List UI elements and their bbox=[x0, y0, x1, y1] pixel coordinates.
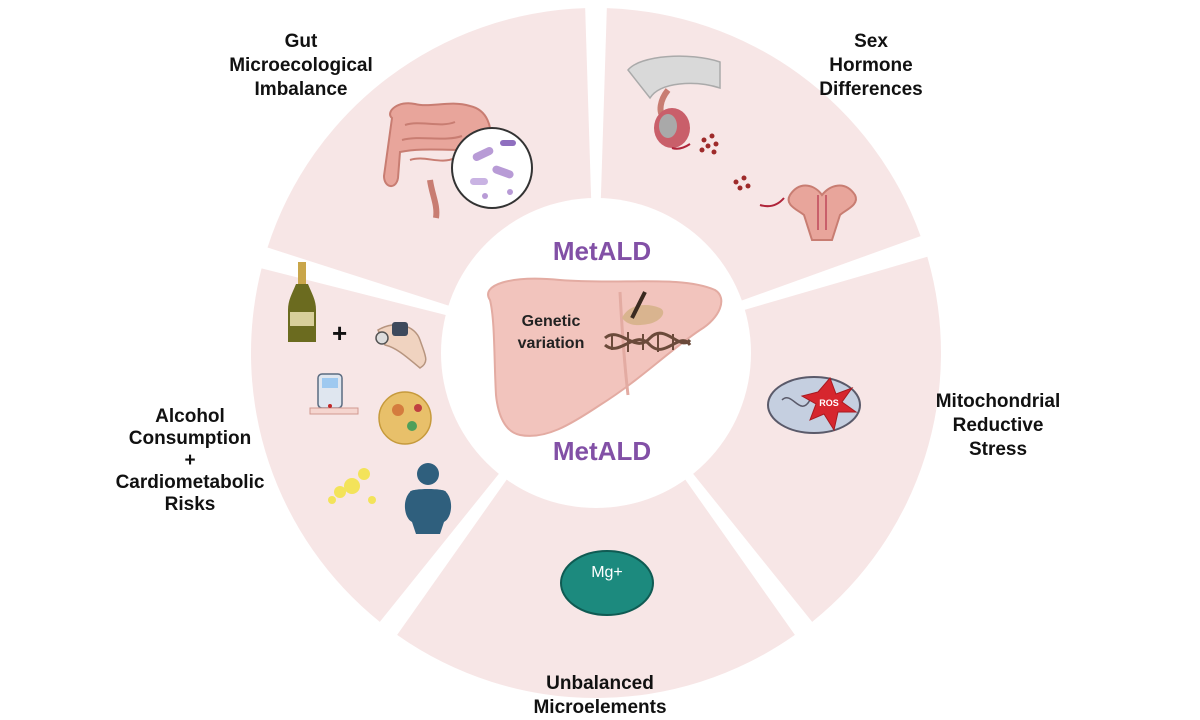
lipid-droplets-icon bbox=[328, 468, 376, 504]
hormone-dots-bottom bbox=[733, 175, 785, 208]
mg-label: Mg+ bbox=[591, 564, 623, 581]
label-sex-hormone-differences: Sex Hormone Differences bbox=[819, 31, 923, 100]
center-title-top: MetALD bbox=[552, 236, 652, 266]
segment-gut bbox=[267, 8, 592, 307]
bacteria-icon bbox=[451, 127, 533, 209]
ring-segments bbox=[250, 8, 942, 698]
uterus-icon bbox=[787, 184, 857, 241]
label-gut-microecological-imbalance: Gut Microecological Imbalance bbox=[229, 31, 373, 100]
testis-icon bbox=[627, 55, 721, 150]
mitochondria-icon bbox=[767, 376, 861, 434]
hormone-dots-top bbox=[699, 133, 719, 155]
plus-sign: + bbox=[332, 318, 348, 348]
segment-mitochondrial bbox=[691, 256, 942, 622]
label-unbalanced-microelements: Unbalanced Microelements bbox=[533, 673, 667, 718]
center-title-bottom: MetALD bbox=[552, 436, 652, 466]
obesity-icon bbox=[404, 463, 452, 534]
glucose-meter-icon bbox=[309, 373, 359, 415]
dna-icon bbox=[604, 331, 692, 352]
mg-ellipse-icon bbox=[560, 550, 654, 616]
hand-pen-icon bbox=[622, 291, 664, 326]
genetic-variation-label: Genetic variation bbox=[517, 313, 585, 352]
liver-icon bbox=[487, 277, 723, 437]
label-mitochondrial-reductive-stress: Mitochondrial Reductive Stress bbox=[935, 391, 1061, 460]
blood-pressure-icon bbox=[375, 322, 427, 369]
ros-label: ROS bbox=[819, 398, 839, 408]
label-alcohol-cardiometabolic-risks: Alcohol Consumption + Cardiometabolic Ri… bbox=[115, 406, 265, 515]
fat-cell-icon bbox=[378, 391, 432, 445]
wine-bottle-icon bbox=[288, 262, 316, 342]
